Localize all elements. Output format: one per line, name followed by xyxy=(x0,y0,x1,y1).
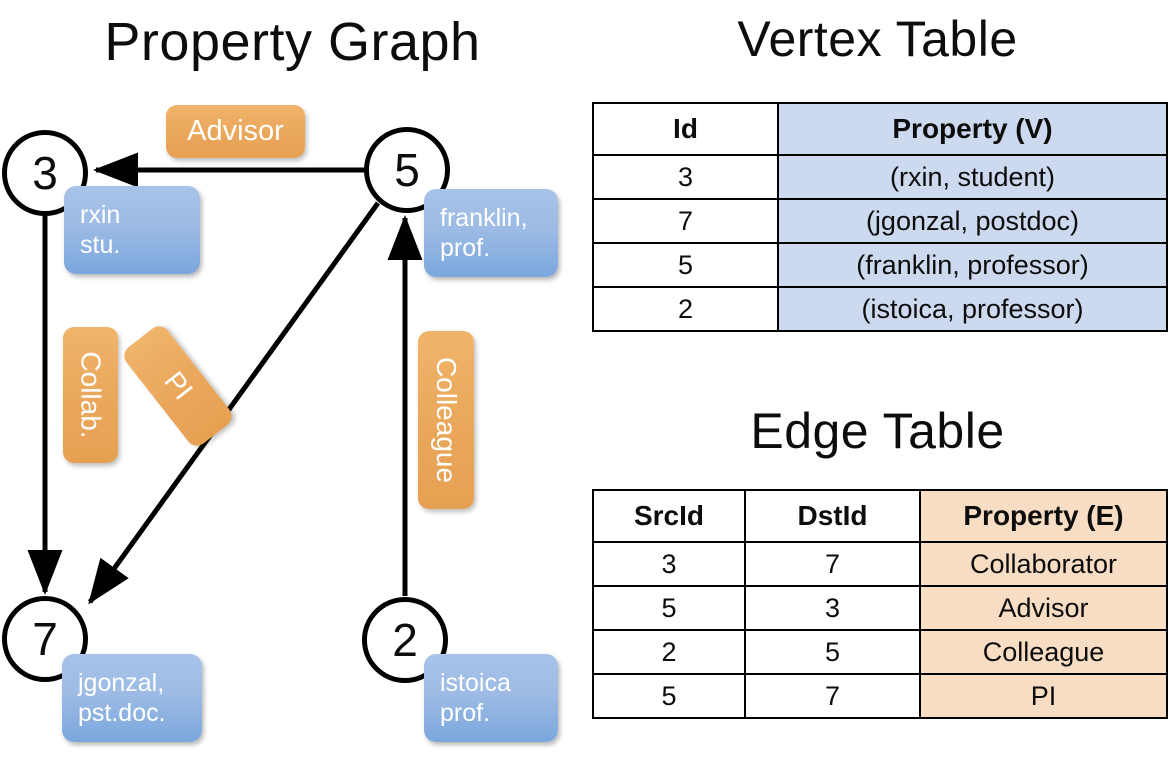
vertex-cell-property: (franklin, professor) xyxy=(777,242,1168,288)
page-title-edge-table: Edge Table xyxy=(750,403,1005,459)
vertex-property-callout-5: franklin, prof. xyxy=(424,189,558,277)
edge-cell-srcid: 2 xyxy=(592,629,746,675)
vertex-cell-id: 7 xyxy=(592,198,779,244)
vertex-property-2-role: prof. xyxy=(440,699,491,727)
property-graph-diagram: 3 5 7 2 rxin stu. franklin, prof. jgonza… xyxy=(2,105,558,742)
table-row[interactable]: 3 7 Collaborator xyxy=(592,541,1168,587)
edge-table-header-dstid: DstId xyxy=(744,489,921,543)
table-row[interactable]: 2 (istoica, professor) xyxy=(592,286,1168,332)
graph-node-5-id: 5 xyxy=(394,144,420,196)
vertex-property-callout-7: jgonzal, pst.doc. xyxy=(62,654,202,742)
edge-label-colleague-text: Colleague xyxy=(431,356,463,484)
vertex-property-7-name: jgonzal, xyxy=(78,669,165,697)
table-row[interactable]: 5 3 Advisor xyxy=(592,585,1168,631)
edge-cell-property: Advisor xyxy=(919,585,1168,631)
graph-node-2-id: 2 xyxy=(392,614,418,666)
edge-cell-srcid: 5 xyxy=(592,585,746,631)
edge-table: SrcId DstId Property (E) 3 7 Collaborato… xyxy=(592,489,1168,719)
vertex-property-callout-3: rxin stu. xyxy=(64,186,200,274)
edge-cell-property: PI xyxy=(919,673,1168,719)
vertex-table: Id Property (V) 3 (rxin, student) 7 (jgo… xyxy=(592,102,1168,332)
edge-label-collab: Collab. xyxy=(63,327,118,463)
edge-label-advisor: Advisor xyxy=(166,105,305,158)
vertex-table-header-id: Id xyxy=(592,102,779,156)
vertex-property-2-name: istoica xyxy=(440,669,511,697)
graph-edges-layer xyxy=(27,152,423,605)
vertex-table-header-row: Id Property (V) xyxy=(592,102,1168,156)
edge-table-header-srcid: SrcId xyxy=(592,489,746,543)
vertex-cell-property: (rxin, student) xyxy=(777,154,1168,200)
edge-cell-srcid: 3 xyxy=(592,541,746,587)
vertex-table-header-property: Property (V) xyxy=(777,102,1168,156)
page-title-vertex-table: Vertex Table xyxy=(737,11,1018,67)
vertex-property-3-name: rxin xyxy=(80,201,121,229)
edge-label-collab-text: Collab. xyxy=(75,351,107,439)
edge-table-header-property: Property (E) xyxy=(919,489,1168,543)
edge-cell-dstid: 7 xyxy=(744,673,921,719)
edge-cell-srcid: 5 xyxy=(592,673,746,719)
edge-cell-dstid: 3 xyxy=(744,585,921,631)
edge-cell-dstid: 5 xyxy=(744,629,921,675)
vertex-cell-id: 5 xyxy=(592,242,779,288)
vertex-cell-id: 3 xyxy=(592,154,779,200)
vertex-property-3-role: stu. xyxy=(80,231,121,259)
edge-5-to-7 xyxy=(87,201,381,605)
table-row[interactable]: 5 (franklin, professor) xyxy=(592,242,1168,288)
edge-cell-property: Collaborator xyxy=(919,541,1168,587)
vertex-property-5-role: prof. xyxy=(440,234,491,262)
edge-table-header-row: SrcId DstId Property (E) xyxy=(592,489,1168,543)
edge-label-pi-text: PI xyxy=(158,365,199,406)
table-row[interactable]: 5 7 PI xyxy=(592,673,1168,719)
vertex-property-5-name: franklin, xyxy=(440,204,528,232)
vertex-cell-property: (istoica, professor) xyxy=(777,286,1168,332)
vertex-cell-property: (jgonzal, postdoc) xyxy=(777,198,1168,244)
page-title-property-graph: Property Graph xyxy=(104,12,481,72)
table-row[interactable]: 7 (jgonzal, postdoc) xyxy=(592,198,1168,244)
table-row[interactable]: 3 (rxin, student) xyxy=(592,154,1168,200)
edge-label-colleague: Colleague xyxy=(418,331,474,509)
vertex-property-7-role: pst.doc. xyxy=(78,699,166,727)
vertex-cell-id: 2 xyxy=(592,286,779,332)
vertex-property-callout-2: istoica prof. xyxy=(424,654,558,742)
edge-cell-dstid: 7 xyxy=(744,541,921,587)
edge-cell-property: Colleague xyxy=(919,629,1168,675)
graph-node-5[interactable]: 5 xyxy=(364,127,450,213)
table-row[interactable]: 2 5 Colleague xyxy=(592,629,1168,675)
edge-label-advisor-text: Advisor xyxy=(187,115,284,147)
graph-node-2[interactable]: 2 xyxy=(362,597,448,683)
graph-node-3-id: 3 xyxy=(32,147,58,199)
graph-node-7-id: 7 xyxy=(32,613,58,665)
